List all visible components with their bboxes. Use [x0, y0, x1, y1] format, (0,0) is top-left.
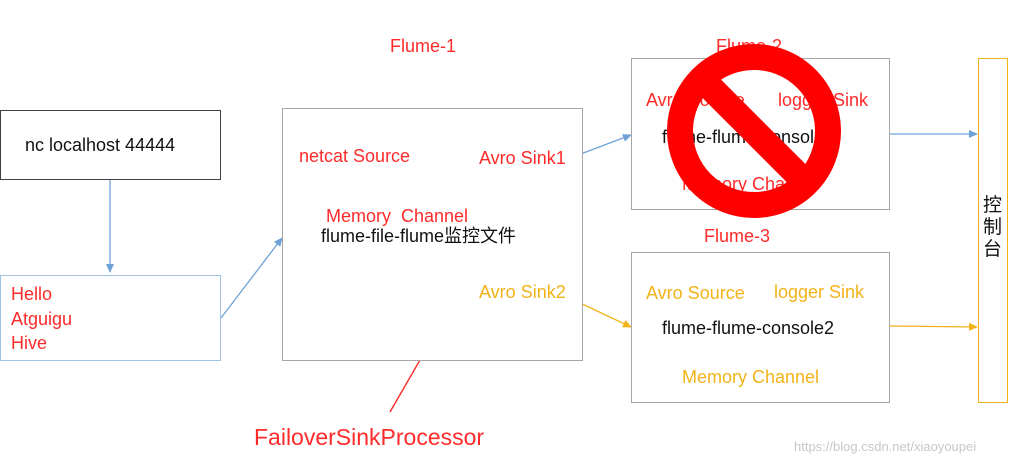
flume1-netcat-source: netcat Source [299, 146, 411, 166]
arrow-flume3-to-console [889, 322, 978, 331]
console-char-1: 控 [983, 195, 1003, 216]
flume3-memory-channel: Memory Channel [682, 367, 820, 387]
input-line-1: Hello [11, 284, 53, 304]
flume1-agent-box: netcat Source Avro Sink1 Memory Channel … [282, 108, 583, 361]
flume1-avro-sink1: Avro Sink1 [479, 148, 566, 168]
failover-processor-label: FailoverSinkProcessor [254, 424, 485, 450]
flume1-title: Flume-1 [390, 36, 457, 56]
console-label: 控 制 台 [983, 195, 1002, 261]
console-char-3: 台 [983, 238, 1003, 260]
nc-command-box: nc localhost 44444 [0, 110, 221, 180]
nc-command-text: nc localhost 44444 [25, 135, 176, 155]
console-box: 控 制 台 [978, 58, 1008, 403]
flume3-avro-source: Avro Source [646, 283, 745, 303]
prohibition-icon [667, 44, 841, 218]
input-line-2: Atguigu [11, 309, 73, 329]
flume1-memory-channel: Memory Channel [326, 206, 469, 226]
arrow-sink2-to-flume3 [577, 301, 632, 328]
watermark-text: https://blog.csdn.net/xiaoyoupei [794, 439, 977, 454]
flume3-logger-sink: logger Sink [774, 282, 865, 302]
input-line-3: Hive [11, 333, 48, 353]
flume1-agent-label: flume-file-flume监控文件 [321, 226, 517, 246]
arrow-input-to-flume1 [220, 237, 283, 319]
arrow-sink1-to-flume2 [577, 134, 632, 156]
console-char-2: 制 [983, 216, 1003, 238]
input-text-box: Hello Atguigu Hive [0, 275, 221, 361]
flume3-agent-box: Avro Source logger Sink flume-flume-cons… [631, 252, 890, 403]
flume3-agent-label: flume-flume-console2 [662, 318, 835, 338]
flume3-title: Flume-3 [704, 226, 771, 246]
flume1-avro-sink2: Avro Sink2 [479, 282, 566, 302]
